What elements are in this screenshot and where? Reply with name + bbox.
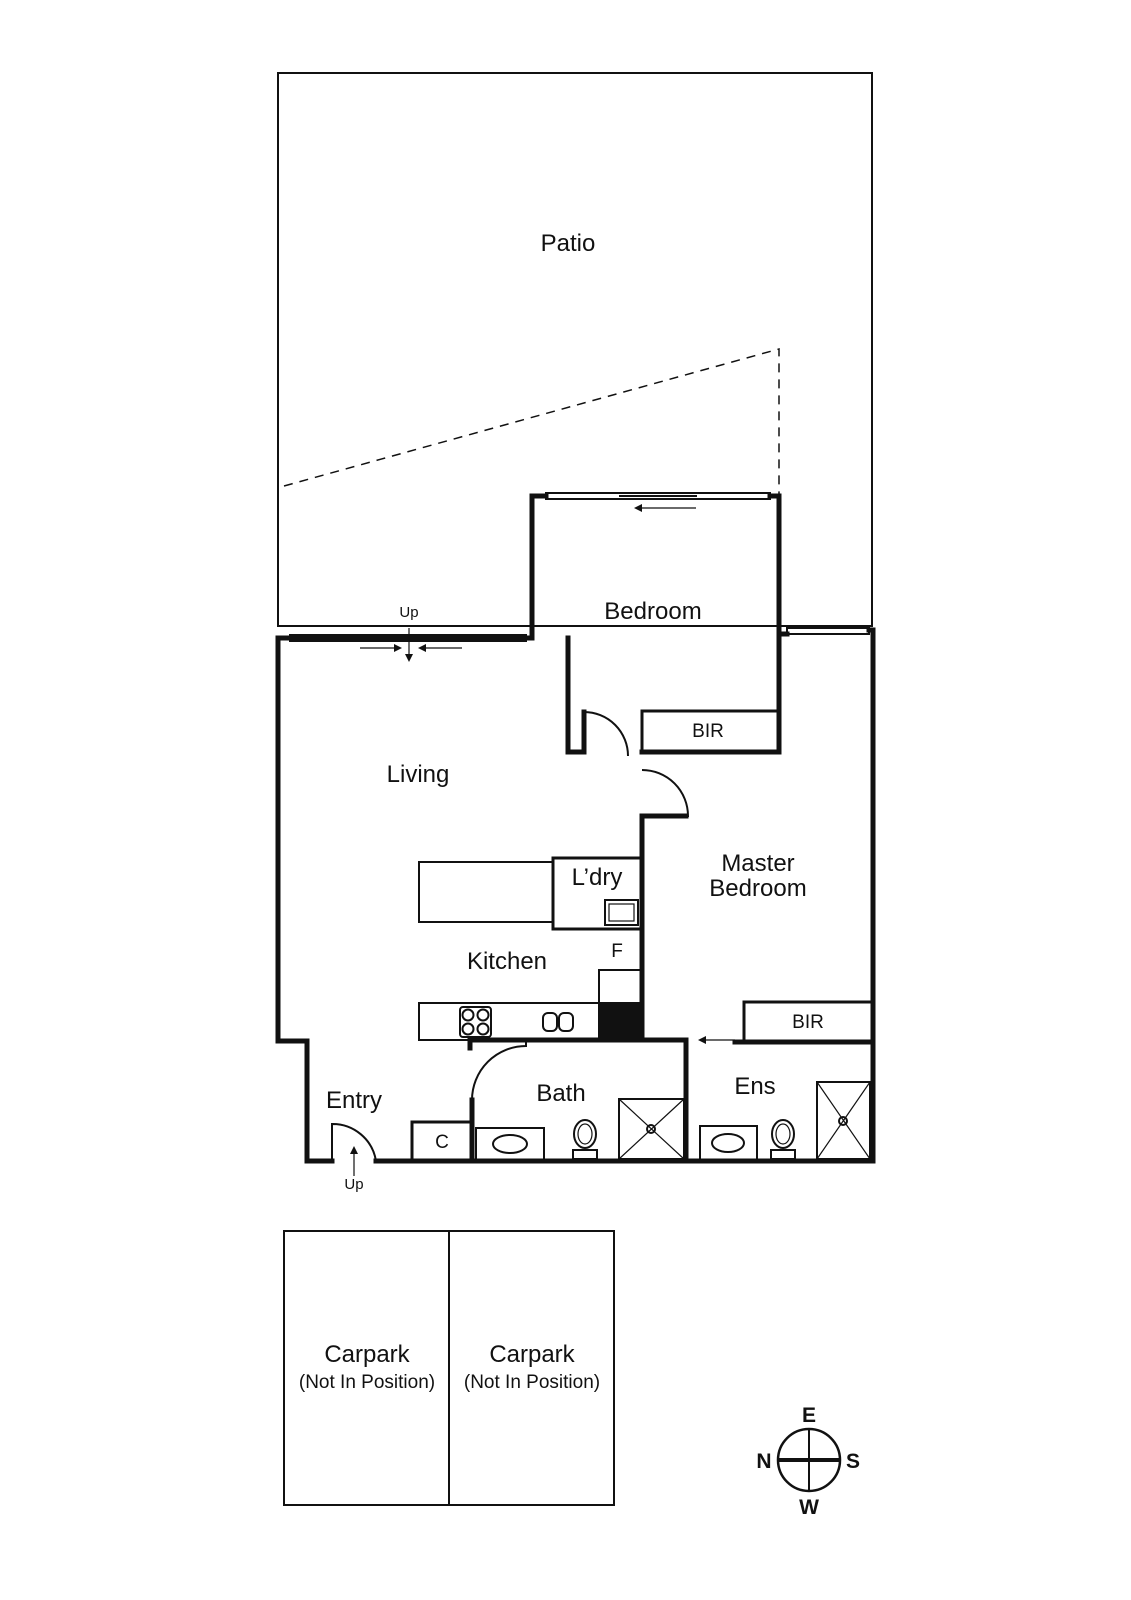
- room-label-ensuite: Ens: [734, 1073, 775, 1100]
- compass-label-right: S: [846, 1450, 860, 1473]
- bir-master-wall: [742, 1000, 873, 1040]
- compass-label-bottom: W: [799, 1496, 819, 1519]
- master-window: [786, 627, 870, 635]
- fridge-space: [598, 969, 643, 1004]
- slide-arrow-right-head: [418, 644, 426, 652]
- cooktop-burner-icon: [476, 1008, 490, 1022]
- carpark-1-note: (Not In Position): [299, 1372, 435, 1393]
- room-label-living: Living: [387, 761, 450, 788]
- room-label-bath: Bath: [536, 1080, 585, 1107]
- carpark-2-note: (Not In Position): [464, 1372, 600, 1393]
- bedroom-wall-east: [639, 493, 782, 755]
- cupboard-wall: [410, 1120, 472, 1161]
- living-sliding-door: [289, 634, 527, 642]
- bedroom-slide-arrow-head: [634, 504, 642, 512]
- carpark-1-bay: [283, 1230, 450, 1506]
- ens-arrow-head: [698, 1036, 706, 1044]
- stair-label-living-up: Up: [399, 604, 418, 621]
- exterior-wall-south: [373, 627, 876, 1164]
- entry-up-arrow-head: [350, 1146, 358, 1154]
- living-up-arrow-head: [405, 654, 413, 662]
- cooktop-burner-icon: [461, 1008, 475, 1022]
- room-label-bedroom: Bedroom: [604, 598, 701, 625]
- bir-bedroom-wall: [640, 709, 779, 752]
- ens-vanity: [699, 1125, 758, 1161]
- cooktop-burner-icon: [461, 1022, 475, 1036]
- kitchen-island: [418, 861, 554, 923]
- bath-basin: [492, 1134, 528, 1154]
- carpark-2-label: Carpark: [489, 1341, 575, 1368]
- cooktop: [459, 1006, 492, 1038]
- room-label-kitchen: Kitchen: [467, 948, 547, 975]
- ens-toilet-icon: [771, 1119, 795, 1149]
- patio-roofline-dashed: [283, 348, 780, 496]
- bath-door-swing: [471, 1040, 527, 1101]
- kitchen-sink-bowl: [542, 1012, 558, 1032]
- carpark-2-bay: [448, 1230, 615, 1506]
- bath-shower-drain-icon: [646, 1124, 656, 1134]
- entry-door-swing: [331, 1122, 377, 1162]
- compass-label-top: E: [802, 1404, 816, 1427]
- living-door-swing: [641, 769, 690, 817]
- ens-shower-diag: [816, 1081, 871, 1160]
- pantry-block: [599, 1003, 642, 1040]
- compass-label-left: N: [756, 1450, 771, 1473]
- cooktop-burner-icon: [476, 1022, 490, 1036]
- bath-toilet-icon: [573, 1119, 597, 1149]
- bedroom-wall: [565, 635, 587, 755]
- master-west-wall: [639, 813, 689, 1043]
- room-label-master-line1: Master: [721, 850, 794, 877]
- room-label-patio: Patio: [541, 230, 596, 257]
- bath-shower: [618, 1098, 685, 1160]
- carpark-1-label: Carpark: [324, 1341, 410, 1368]
- bath-toilet-bowl: [577, 1123, 593, 1145]
- patio-boundary: [277, 72, 873, 627]
- ens-basin: [711, 1133, 745, 1153]
- ens-toilet-cistern: [770, 1149, 796, 1160]
- bath-shower-diag: [618, 1098, 685, 1160]
- room-label-entry: Entry: [326, 1087, 382, 1114]
- bedroom-door-swing: [583, 711, 629, 757]
- bath-toilet-cistern: [572, 1149, 598, 1160]
- bedroom-wall-outer: [529, 493, 549, 641]
- bath-vanity: [475, 1127, 545, 1161]
- ens-shower-drain-icon: [838, 1116, 848, 1126]
- kitchen-sink-bowl: [558, 1012, 574, 1032]
- laundry-tub: [604, 899, 639, 926]
- slide-arrow-left-head: [394, 644, 402, 652]
- laundry-tub-inner: [608, 903, 635, 922]
- stair-label-entry-up: Up: [344, 1176, 363, 1193]
- ens-shower: [816, 1081, 871, 1160]
- ens-toilet-bowl: [775, 1123, 791, 1145]
- room-label-bir-master: BIR: [792, 1012, 824, 1033]
- room-label-laundry: L’dry: [572, 864, 623, 891]
- room-label-fridge: F: [611, 941, 623, 962]
- compass-icon: [776, 1427, 842, 1493]
- room-label-cupboard: C: [435, 1132, 449, 1153]
- room-label-bir-bedroom: BIR: [692, 721, 724, 742]
- bedroom-sliding-door: [545, 492, 771, 500]
- exterior-wall: [275, 635, 535, 1164]
- room-label-master-line2: Bedroom: [709, 875, 806, 902]
